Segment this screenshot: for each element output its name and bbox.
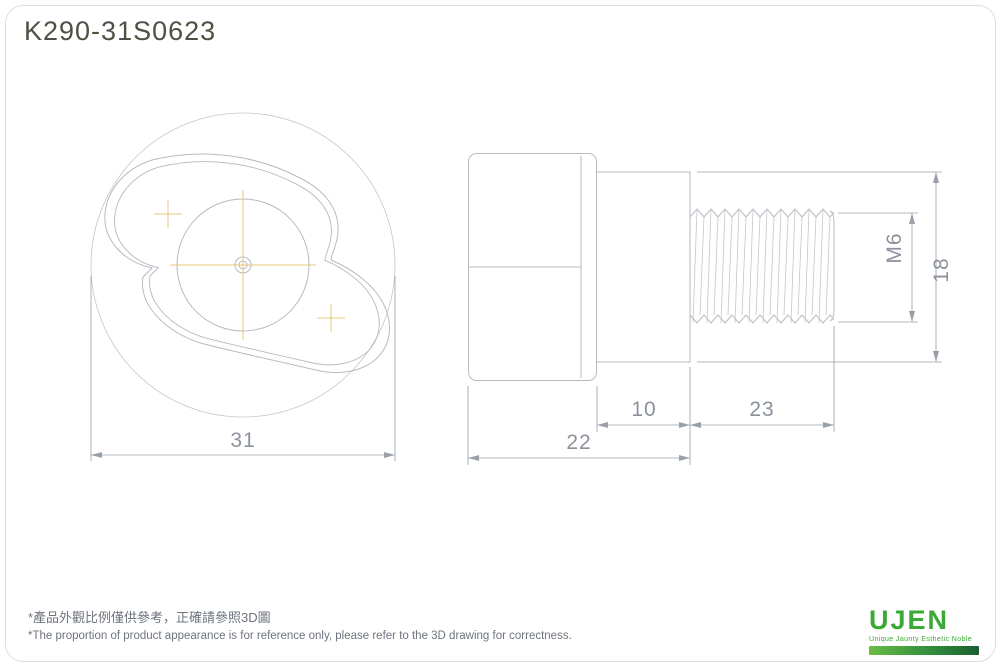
footnote-en: *The proportion of product appearance is… bbox=[28, 630, 572, 643]
dim-label-22: 22 bbox=[566, 431, 591, 454]
cam-outer-profile bbox=[104, 153, 391, 374]
brand-block: UJEN Unique Jaunty Esthetic Noble bbox=[869, 607, 981, 655]
brand-tagline: Unique Jaunty Esthetic Noble bbox=[869, 636, 973, 643]
thread-flanks-b bbox=[699, 216, 831, 316]
page-title: K290-31S0623 bbox=[24, 16, 217, 46]
footnotes: *產品外觀比例僅供參考，正確請參照3D圖 *The proportion of … bbox=[28, 609, 572, 645]
dimension-neck-length: 10 bbox=[596, 367, 691, 465]
dim-label-31: 31 bbox=[230, 429, 255, 452]
brand-gradient-bar bbox=[869, 646, 979, 655]
threaded-stud bbox=[689, 208, 835, 324]
dim-label-10: 10 bbox=[631, 398, 656, 421]
stud-end-cap bbox=[829, 210, 835, 322]
side-view: 10 23 22 M6 18 bbox=[467, 153, 953, 465]
dimension-front-width: 31 bbox=[90, 276, 396, 461]
dim-label-m6: M6 bbox=[883, 232, 906, 263]
front-view: 31 bbox=[90, 112, 396, 461]
brand-logo-text: UJEN bbox=[869, 605, 950, 635]
thread-crest-top bbox=[689, 208, 835, 218]
front-view-boundary-circle bbox=[90, 112, 396, 418]
footnote-zh: *產品外觀比例僅供參考，正確請參照3D圖 bbox=[28, 610, 271, 626]
knob-body bbox=[468, 153, 597, 381]
dimension-body-length: 22 bbox=[467, 386, 690, 465]
dimension-thread-length: 23 bbox=[690, 326, 835, 432]
thread-flanks-a bbox=[692, 208, 824, 324]
dimension-diameter: 18 bbox=[697, 171, 953, 363]
neck-cylinder bbox=[597, 171, 691, 363]
dim-label-23: 23 bbox=[749, 398, 774, 421]
dim-label-18: 18 bbox=[930, 257, 953, 282]
center-lines bbox=[154, 190, 345, 340]
dimension-thread-spec: M6 bbox=[838, 212, 918, 323]
thread-crest-bottom bbox=[689, 314, 835, 324]
